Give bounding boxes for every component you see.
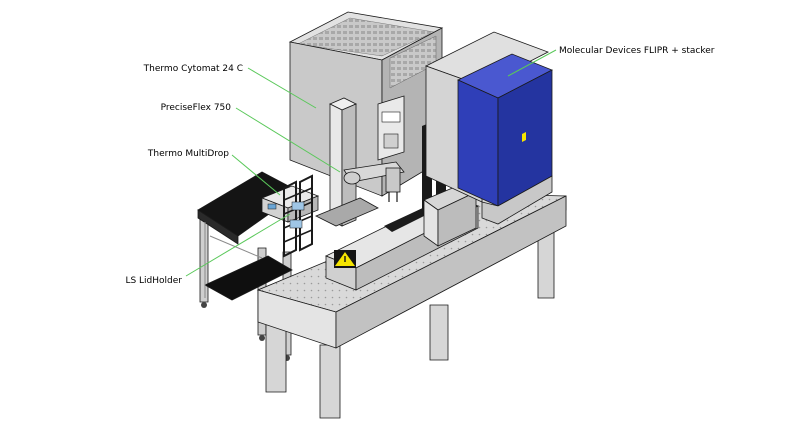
label-cytomat: Thermo Cytomat 24 C	[143, 64, 243, 74]
label-multidrop: Thermo MultiDrop	[147, 149, 229, 159]
leader-line-lidholder	[185, 213, 291, 277]
flipr-instrument	[424, 31, 553, 225]
leader-line-cytomat	[247, 67, 317, 109]
labels: Thermo Cytomat 24 C PreciseFlex 750 Ther…	[125, 46, 714, 286]
label-flipr: Molecular Devices FLIPR + stacker	[559, 46, 715, 56]
leader-line-multidrop	[231, 154, 281, 196]
leader-line-flipr	[507, 49, 557, 77]
leader-lines	[185, 49, 557, 277]
preciseflex-robot	[315, 97, 405, 227]
label-preciseflex: PreciseFlex 750	[161, 103, 232, 113]
warning-triangle-icon	[334, 250, 356, 268]
lidholder-rack	[283, 174, 313, 258]
leader-line-preciseflex	[235, 107, 341, 173]
label-lidholder: LS LidHolder	[125, 276, 182, 286]
